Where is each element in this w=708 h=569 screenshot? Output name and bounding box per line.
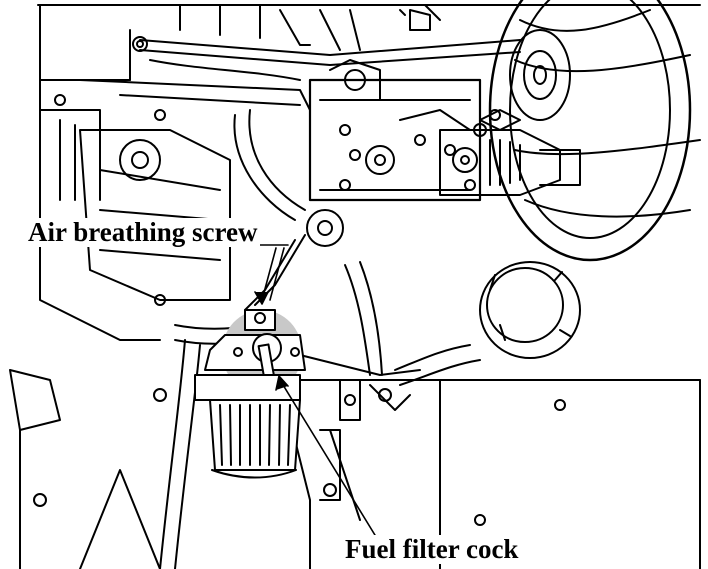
oil-filter [479, 261, 581, 359]
cooling-fan [488, 0, 701, 262]
top-frame [37, 4, 701, 81]
injection-pump [308, 59, 581, 202]
filter-bracket [319, 379, 411, 501]
air-breathing-screw-label: Air breathing screw [26, 217, 260, 247]
fuel-filter [194, 309, 306, 479]
engine-block-left [39, 59, 311, 341]
fuel-filter-cock-label: Fuel filter cock [343, 534, 521, 564]
